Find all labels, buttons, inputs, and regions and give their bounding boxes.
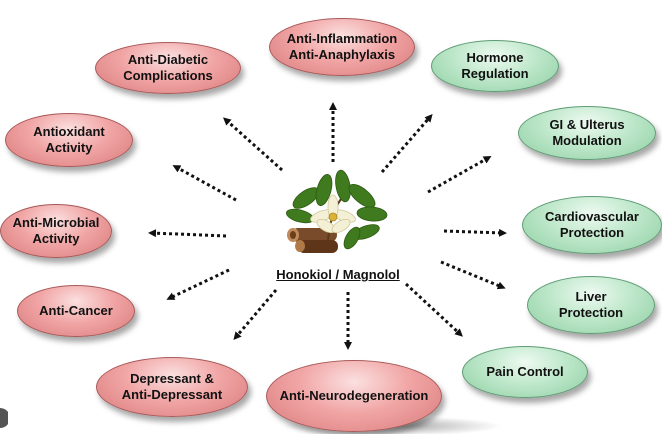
node-depressant: Depressant & Anti-Depressant	[96, 357, 248, 417]
node-liver: Liver Protection	[527, 276, 655, 334]
node-anti-neuro: Anti-Neurodegeneration	[266, 360, 442, 432]
node-hormone: Hormone Regulation	[431, 40, 559, 92]
arrow-to-anti-microbial	[148, 229, 227, 238]
center-label: Honokiol / Magnolol	[276, 267, 400, 282]
node-anti-cancer: Anti-Cancer	[17, 285, 135, 337]
node-cardiovascular: Cardiovascular Protection	[522, 196, 662, 254]
magnolia-branch-icon	[285, 169, 388, 253]
arrow-to-anti-diabetic	[223, 117, 283, 172]
node-anti-diabetic: Anti-Diabetic Complications	[95, 42, 241, 94]
node-anti-inflammation: Anti-Inflammation Anti-Anaphylaxis	[269, 18, 415, 76]
arrow-to-anti-cancer	[166, 268, 230, 300]
node-gi-ulterus: GI & Ulterus Modulation	[518, 106, 656, 160]
arrows	[148, 102, 507, 350]
node-anti-microbial: Anti-Microbial Activity	[0, 204, 112, 258]
arrow-to-liver	[440, 260, 506, 290]
arrow-to-antioxidant	[172, 165, 237, 202]
arrow-to-gi-ulterus	[427, 156, 492, 194]
node-pain: Pain Control	[462, 346, 588, 398]
node-antioxidant: Antioxidant Activity	[5, 113, 133, 167]
arrow-to-hormone	[380, 113, 433, 173]
bark-icon	[287, 228, 338, 253]
partial-circle-icon	[0, 408, 8, 428]
leaf-icon	[285, 169, 388, 250]
arrow-to-depressant	[233, 289, 278, 341]
magnolia-flower-icon	[310, 194, 356, 234]
arrow-to-cardiovascular	[443, 228, 507, 237]
arrow-to-pain	[404, 282, 463, 337]
